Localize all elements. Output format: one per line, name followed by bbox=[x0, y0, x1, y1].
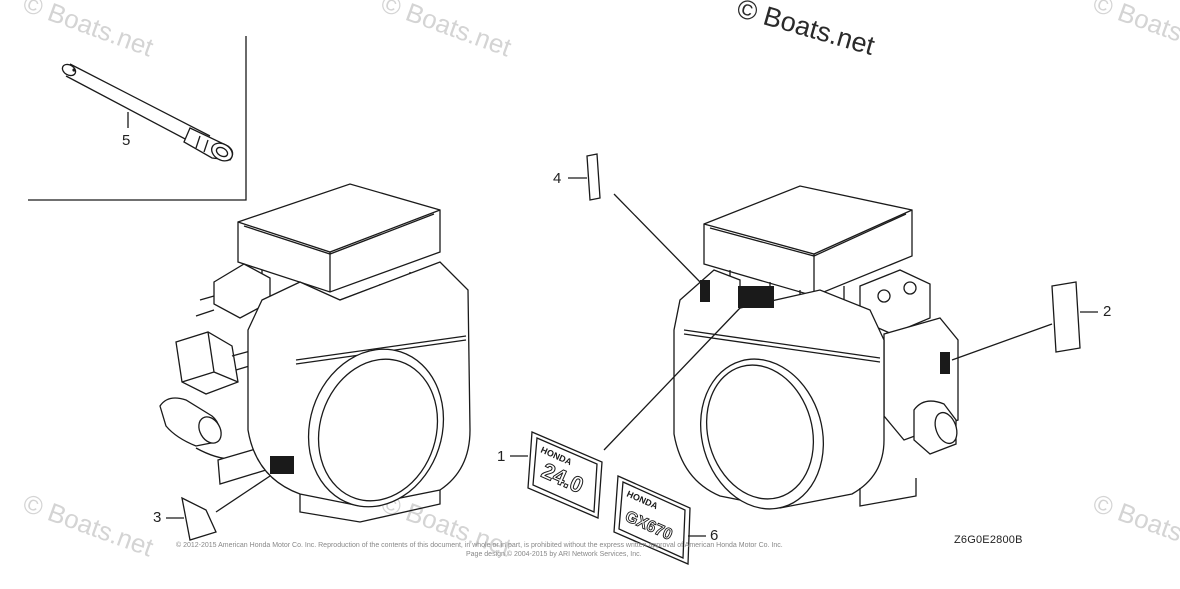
callout-3[interactable]: 3 bbox=[153, 509, 162, 526]
label-3-location bbox=[270, 456, 294, 474]
copyright-line-2: Page design © 2004-2015 by ARI Network S… bbox=[466, 551, 642, 558]
label-1-location bbox=[738, 286, 774, 308]
right-engine bbox=[673, 185, 959, 510]
left-engine bbox=[159, 183, 471, 523]
label-4-location bbox=[700, 280, 710, 302]
part-1-emblem[interactable]: HONDA 24.0 bbox=[527, 431, 603, 519]
callout-1[interactable]: 1 bbox=[497, 448, 506, 465]
callout-6[interactable]: 6 bbox=[710, 527, 719, 544]
copyright-line-1: © 2012-2015 American Honda Motor Co. Inc… bbox=[176, 542, 783, 549]
part-2-label[interactable] bbox=[1051, 281, 1081, 353]
part-4-label[interactable] bbox=[586, 153, 601, 201]
diagram-code: Z6G0E2800B bbox=[954, 534, 1023, 546]
label-2-location bbox=[940, 352, 950, 374]
part-6-emblem[interactable]: HONDA GX670 bbox=[613, 475, 691, 565]
part-5-tool[interactable] bbox=[60, 62, 235, 164]
part-3-label[interactable] bbox=[181, 496, 217, 541]
callout-2[interactable]: 2 bbox=[1103, 303, 1112, 320]
callout-5[interactable]: 5 bbox=[122, 132, 131, 149]
tool-inset bbox=[28, 36, 247, 201]
callout-4[interactable]: 4 bbox=[553, 170, 562, 187]
